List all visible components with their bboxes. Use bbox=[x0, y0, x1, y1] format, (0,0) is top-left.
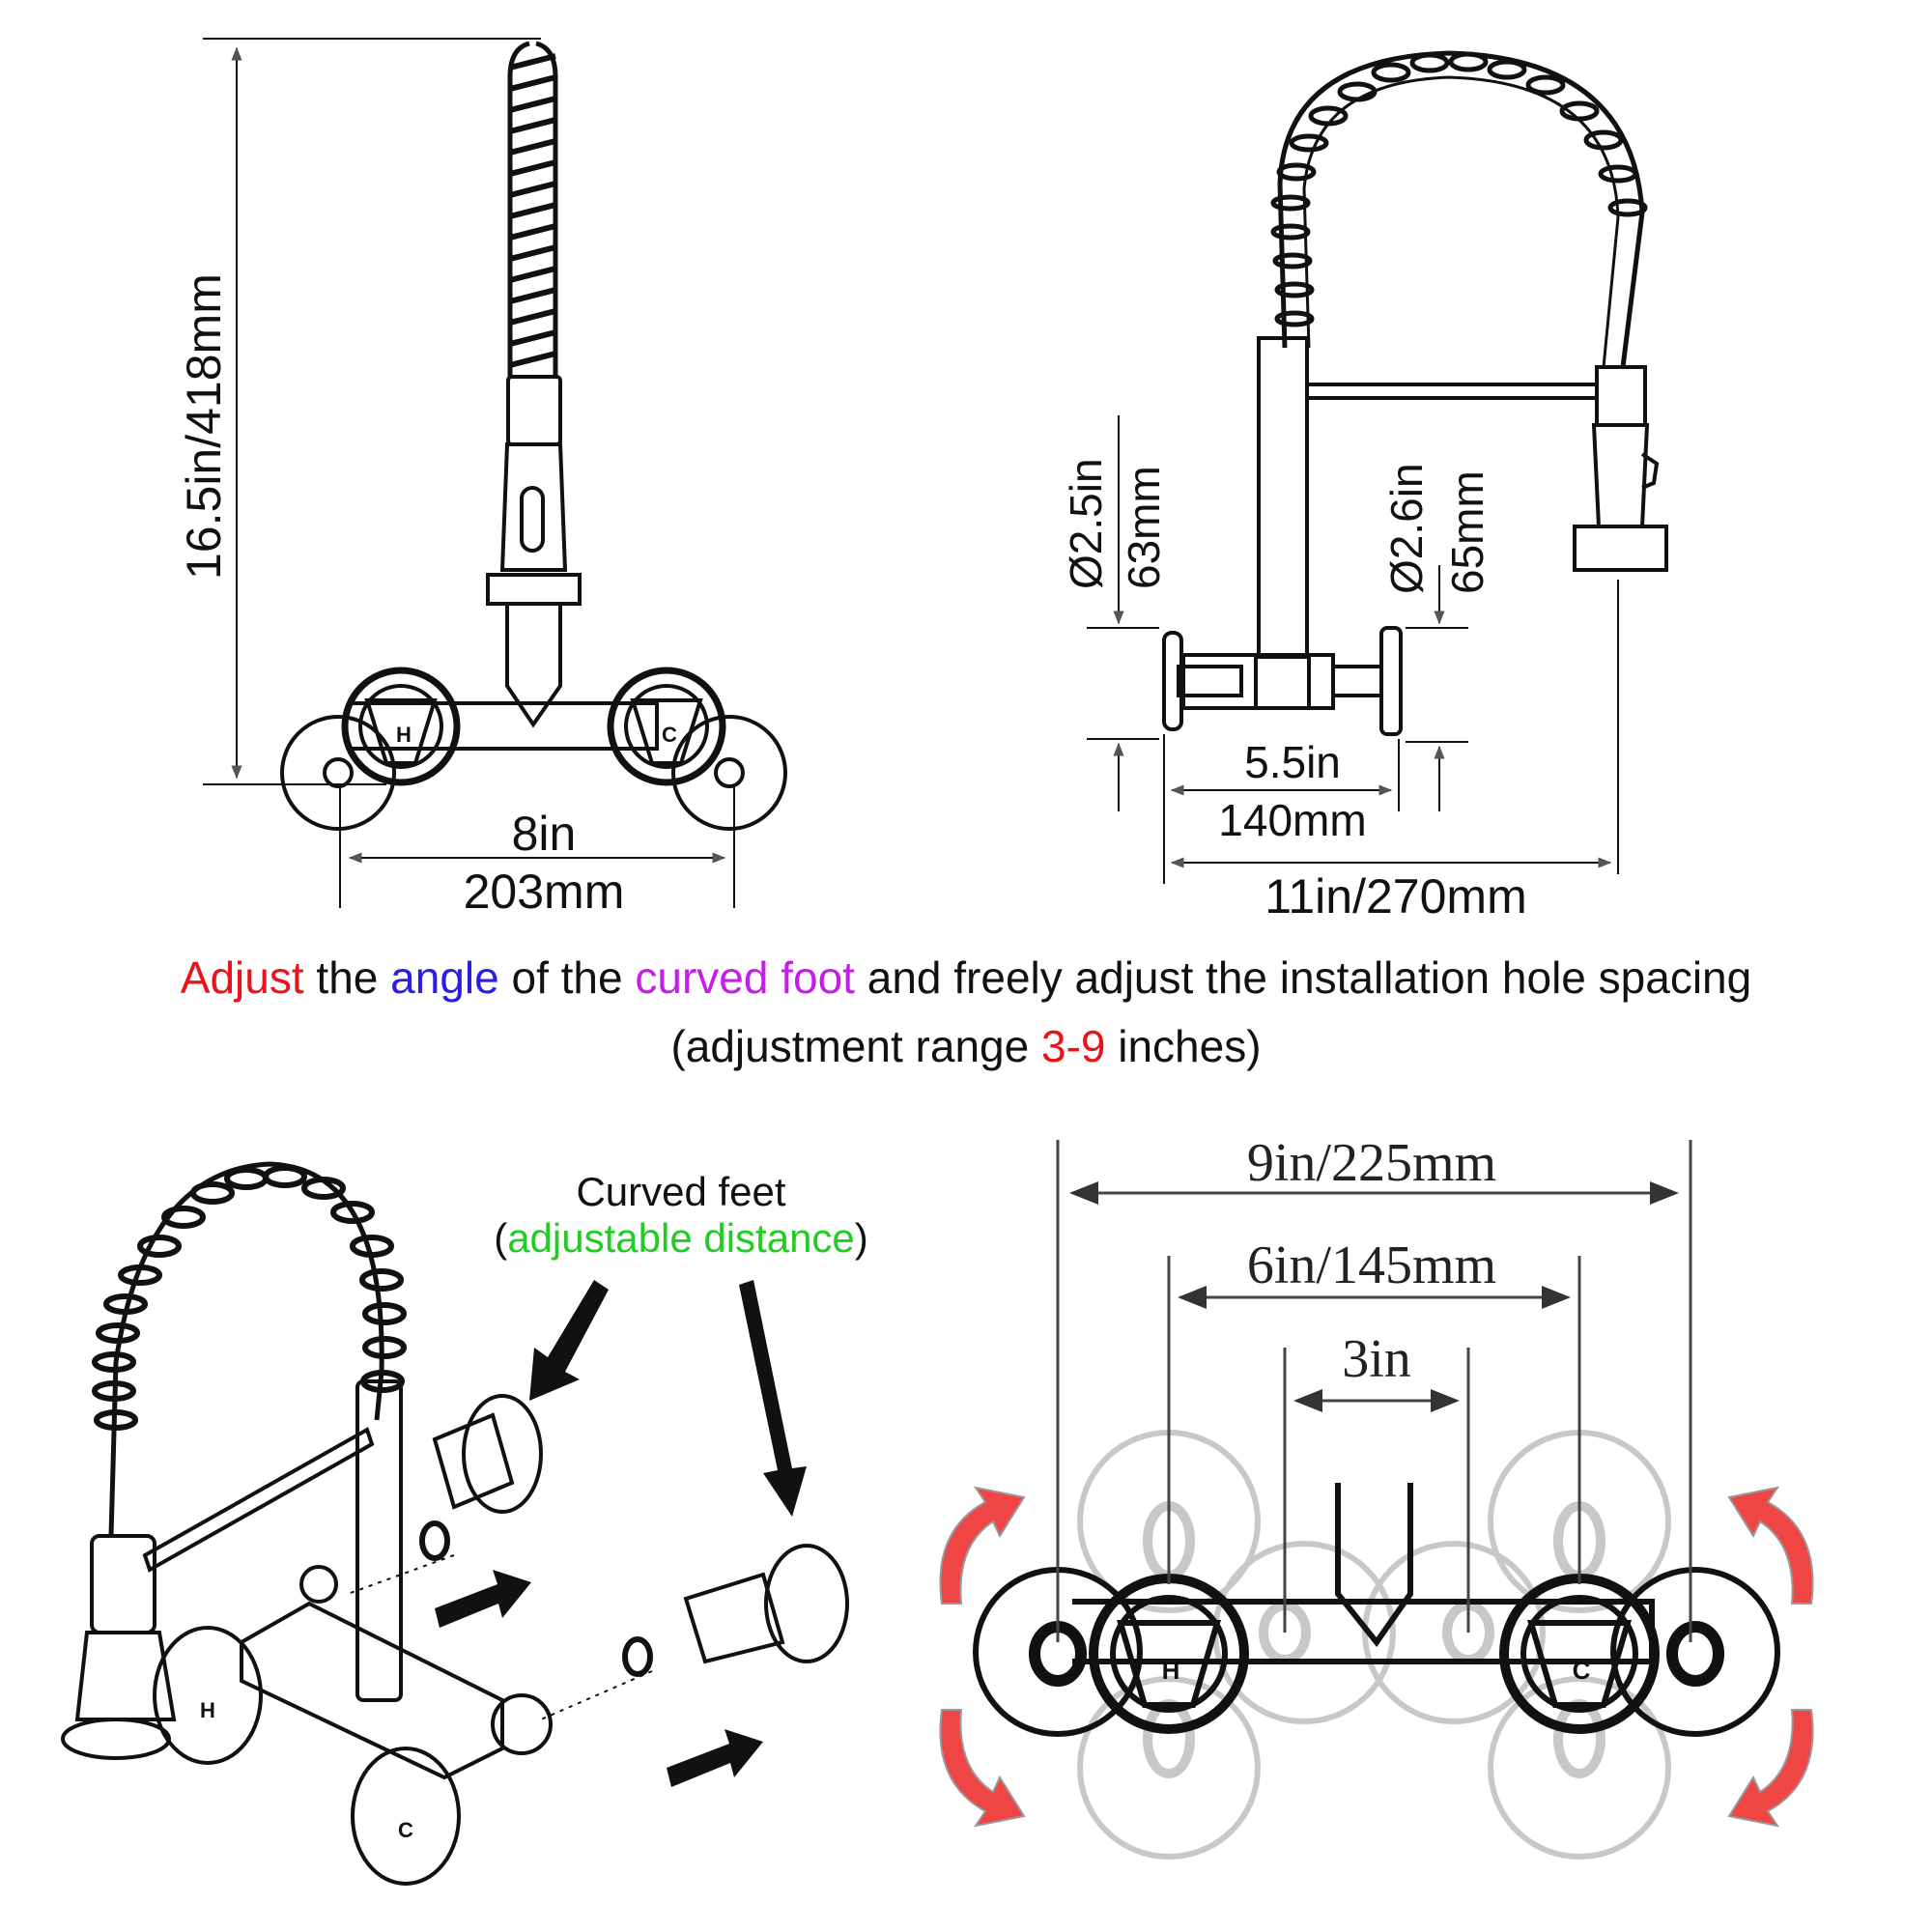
side-d2-in-label: Ø2.6in bbox=[1381, 463, 1432, 594]
caption-1-seg-3: of the bbox=[498, 952, 636, 1003]
caption-2-seg-2: inches) bbox=[1105, 1021, 1262, 1071]
side-view-drawing bbox=[1087, 50, 1668, 884]
exploded-pointer-arrows bbox=[435, 1280, 807, 1787]
adjustable-distance-text: adjustable distance bbox=[507, 1215, 855, 1261]
caption-2-seg-1: 3-9 bbox=[1040, 1021, 1106, 1071]
caption-2-seg-0: (adjustment range bbox=[670, 1021, 1041, 1071]
spacing-diagram bbox=[939, 1140, 1814, 1860]
front-hot-handle-mark: H bbox=[396, 723, 412, 747]
side-d1-in-label: Ø2.5in bbox=[1061, 458, 1111, 589]
caption-1-seg-5: and freely adjust the installation hole … bbox=[854, 952, 1752, 1003]
caption-1-seg-1: the bbox=[303, 952, 391, 1003]
paren-open: ( bbox=[494, 1215, 508, 1261]
front-spacing-mm-label: 203mm bbox=[464, 865, 625, 919]
front-spacing-in-label: 8in bbox=[512, 807, 577, 861]
curved-feet-note: Curved feet (adjustable distance) bbox=[454, 1169, 908, 1262]
caption-line-2: (adjustment range 3-9 inches) bbox=[0, 1020, 1932, 1072]
curved-feet-subtitle: (adjustable distance) bbox=[454, 1215, 908, 1262]
side-d1-mm-label: 63mm bbox=[1119, 466, 1169, 589]
rotation-arrows bbox=[939, 1486, 1814, 1828]
paren-close: ) bbox=[854, 1215, 868, 1261]
spacing-min-label: 3in bbox=[1342, 1329, 1411, 1389]
caption-1-seg-2: angle bbox=[390, 952, 499, 1003]
caption-1-seg-4: curved foot bbox=[635, 952, 855, 1003]
caption-line-1: Adjust the angle of the curved foot and … bbox=[0, 952, 1932, 1004]
spacing-max-label: 9in/225mm bbox=[1247, 1133, 1496, 1193]
front-cold-handle-mark: C bbox=[662, 723, 677, 747]
caption-1-seg-0: Adjust bbox=[180, 952, 304, 1003]
exploded-view-drawing bbox=[61, 1161, 849, 1886]
side-reach-label: 11in/270mm bbox=[1264, 869, 1526, 923]
exploded-hot-mark: H bbox=[200, 1698, 215, 1722]
side-depth-in-label: 5.5in bbox=[1244, 737, 1341, 787]
spacing-mid-label: 6in/145mm bbox=[1247, 1236, 1496, 1295]
front-view-drawing bbox=[203, 38, 787, 908]
exploded-cold-mark: C bbox=[398, 1818, 413, 1842]
spacing-hot-mark: H bbox=[1162, 1656, 1180, 1685]
ghost-foot-positions bbox=[1077, 1430, 1671, 1860]
side-d2-mm-label: 65mm bbox=[1442, 470, 1492, 594]
spacing-cold-mark: C bbox=[1573, 1656, 1591, 1685]
side-depth-mm-label: 140mm bbox=[1218, 795, 1366, 845]
curved-feet-title: Curved feet bbox=[576, 1169, 786, 1214]
front-height-label: 16.5in/418mm bbox=[177, 273, 231, 580]
